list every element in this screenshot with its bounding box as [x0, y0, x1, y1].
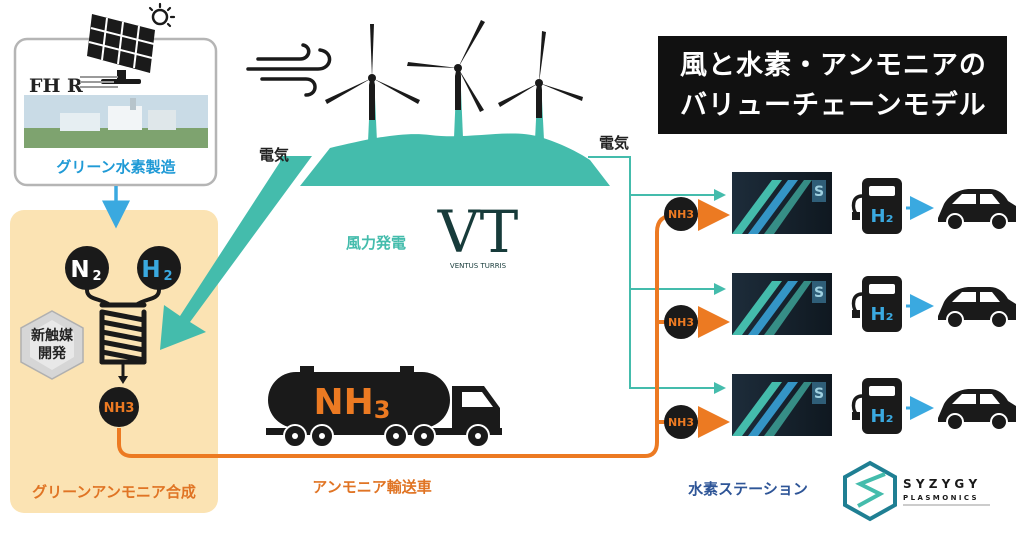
svg-text:NH3: NH3	[668, 208, 694, 221]
svg-text:2: 2	[163, 269, 172, 284]
electricity-label-left: 電気	[259, 146, 289, 164]
hydrogen-station-label: 水素ステーション	[688, 480, 808, 498]
svg-text:NH3: NH3	[104, 401, 135, 416]
title-line-2: バリューチェーンモデル	[680, 90, 987, 121]
title-box: 風と水素・アンモニアの バリューチェーンモデル	[658, 36, 1007, 134]
nh3-station-input: NH3	[664, 405, 698, 439]
ammonia-transport-line	[117, 213, 677, 458]
wind-turbine	[407, 20, 485, 138]
svg-text:S: S	[814, 285, 824, 301]
ammonia-truck-icon	[266, 366, 502, 448]
svg-text:NH3: NH3	[668, 416, 694, 429]
svg-text:2: 2	[92, 269, 101, 284]
title-line-1: 風と水素・アンモニアの	[680, 50, 987, 81]
wind-power-label: 風力発電	[346, 234, 406, 252]
wind-farm-island	[300, 133, 610, 186]
car-icon	[938, 389, 1016, 431]
wind-turbine	[325, 24, 420, 142]
vt-logo: VT	[437, 198, 519, 266]
hydrogen-pump-icon: H₂	[851, 178, 902, 234]
hydrogen-station-unit: S	[732, 374, 832, 436]
ammonia-truck-label: アンモニア輸送車	[312, 478, 431, 496]
electricity-label-right: 電気	[599, 134, 629, 152]
electricity-distribution-lines	[588, 156, 726, 394]
syzygy-logo: S Y Z Y G Y	[903, 477, 977, 491]
svg-text:H₂: H₂	[871, 304, 894, 325]
new-catalyst-label-2: 開発	[38, 345, 67, 362]
fhr-logo-caption	[80, 76, 118, 88]
fhr-logo: FH R	[29, 75, 83, 97]
n2-molecule: N 2	[65, 246, 109, 290]
car-icon	[938, 287, 1016, 329]
truck-nh3-label: NH3	[314, 382, 391, 424]
svg-text:H: H	[141, 257, 160, 283]
hydrogen-station-unit: S	[732, 273, 832, 335]
green-ammonia-label: グリーンアンモニア合成	[32, 483, 196, 501]
svg-text:S: S	[814, 386, 824, 402]
hydrogen-pump-icon: H₂	[851, 276, 902, 332]
nh3-station-input: NH3	[664, 305, 698, 339]
wind-turbine	[498, 31, 583, 140]
new-catalyst-label-1: 新触媒	[31, 327, 74, 344]
svg-text:NH3: NH3	[668, 316, 694, 329]
facility-image	[24, 95, 208, 148]
svg-text:H₂: H₂	[871, 406, 894, 427]
svg-text:N: N	[70, 257, 89, 283]
hydrogen-station-unit: S	[732, 172, 832, 234]
electricity-arrow-left	[160, 156, 312, 350]
catalyst-hexagon-icon	[20, 310, 84, 380]
nh3-output: NH3	[99, 387, 139, 427]
wind-icon	[246, 43, 332, 97]
reactor-output-arrow-icon	[118, 376, 128, 384]
plasmonics-logo: P L A S M O N I C S	[903, 494, 977, 502]
solar-panel-icon	[87, 2, 176, 84]
car-icon	[938, 189, 1016, 231]
svg-text:S: S	[814, 184, 824, 200]
h2-molecule: H 2	[137, 246, 181, 290]
nh3-station-input: NH3	[664, 197, 698, 231]
syzygy-logo-mark	[843, 460, 897, 522]
hydrogen-pump-icon: H₂	[851, 378, 902, 434]
svg-text:H₂: H₂	[871, 206, 894, 227]
green-hydrogen-label: グリーン水素製造	[56, 158, 175, 176]
vt-logo-subtitle: VENTUS TURRIS	[450, 262, 507, 270]
reactor-coil-icon	[85, 288, 161, 380]
